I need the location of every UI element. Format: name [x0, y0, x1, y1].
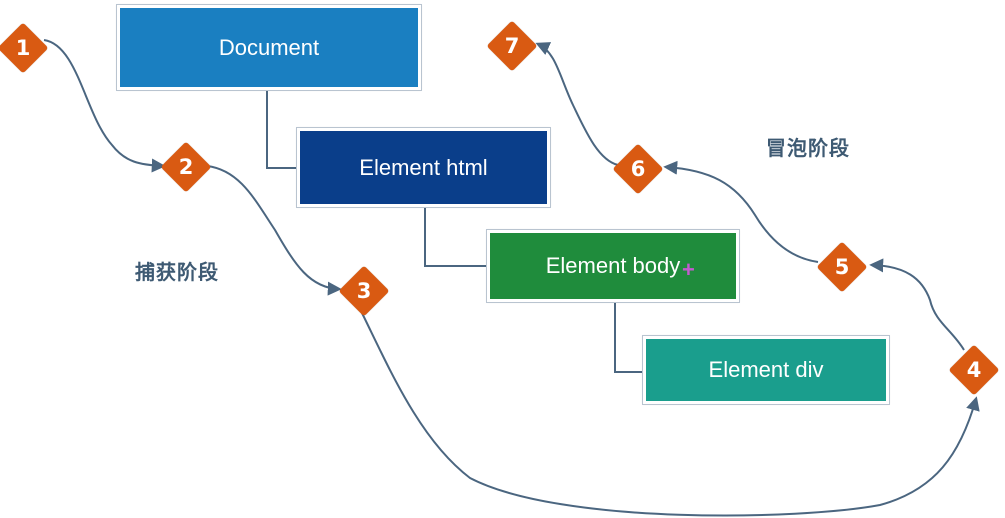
connector-document-html-h	[266, 167, 297, 169]
connector-document-html	[266, 90, 268, 168]
element-div-node: Element div	[642, 335, 890, 405]
step-number: 5	[834, 255, 850, 279]
document-node-label: Document	[218, 34, 320, 60]
arrow-6-to-7	[535, 42, 619, 166]
element-body-node: Element body	[486, 229, 740, 303]
cursor-crosshair-icon: +	[682, 257, 695, 282]
step-number: 3	[356, 279, 372, 303]
step-marker-5: 5	[816, 241, 868, 293]
step-marker-3: 3	[338, 265, 390, 317]
element-html-node: Element html	[296, 127, 551, 208]
connector-body-div	[614, 302, 616, 372]
step-marker-6: 6	[612, 143, 664, 195]
connector-html-body-h	[424, 265, 487, 267]
step-number: 6	[630, 157, 646, 181]
bubble-phase-label: 冒泡阶段	[766, 136, 850, 160]
connector-body-div-h	[614, 371, 643, 373]
connector-html-body	[424, 207, 426, 266]
arrow-4-to-5	[869, 258, 965, 351]
arrow-3-to-4	[361, 312, 980, 517]
step-marker-4: 4	[948, 344, 1000, 396]
element-html-node-label: Element html	[359, 154, 488, 180]
capture-phase-label: 捕获阶段	[135, 260, 219, 284]
step-marker-2: 2	[160, 141, 212, 193]
step-number: 7	[504, 34, 520, 58]
step-number: 1	[15, 36, 31, 60]
element-div-node-label: Element div	[708, 357, 824, 382]
arrow-1-to-2	[43, 39, 166, 173]
step-number: 4	[966, 358, 982, 382]
arrow-5-to-6	[663, 160, 819, 263]
step-marker-7: 7	[486, 20, 538, 72]
step-marker-1: 1	[0, 22, 49, 74]
step-number: 2	[178, 155, 194, 179]
arrow-2-to-3	[206, 165, 342, 296]
document-node: Document	[116, 4, 422, 91]
element-body-node-label: Element body	[545, 253, 681, 278]
